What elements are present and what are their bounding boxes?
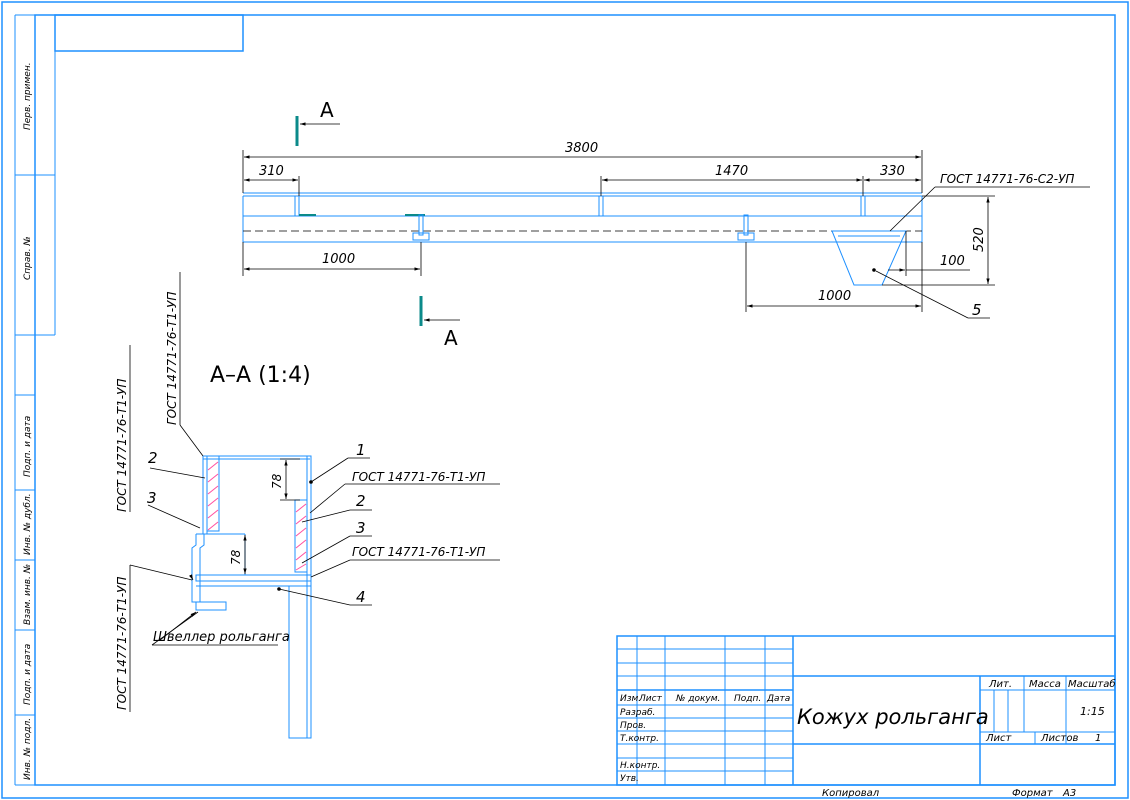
tb-copied: Копировал xyxy=(822,788,880,799)
item-3-right: 3 xyxy=(356,519,366,537)
tb-role-prov: Пров. xyxy=(620,721,646,731)
side-label-podp2: Подп. и дата xyxy=(23,644,33,705)
vertical-note-left: ГОСТ 14771-76-Т1-УП xyxy=(115,379,129,512)
callout-right-mid: ГОСТ 14771-76-Т1-УП xyxy=(352,545,485,559)
tb-mass: Масса xyxy=(1029,679,1061,690)
tb-sheets-value: 1 xyxy=(1095,733,1101,744)
dim-520: 520 xyxy=(972,227,987,252)
tb-scale-label: Масштаб xyxy=(1068,678,1116,690)
vertical-note-center: ГОСТ 14771-76-Т1-УП xyxy=(165,292,179,425)
side-label-sprav: Справ. № xyxy=(23,236,33,280)
side-label-vzam: Взам. инв. № xyxy=(23,564,33,625)
tb-scale-value: 1:15 xyxy=(1080,705,1105,718)
item-2-left: 2 xyxy=(148,449,158,467)
side-stamp: Перв. примен. Справ. № Подп. и дата Инв.… xyxy=(14,14,56,786)
section-title: А–А (1:4) xyxy=(210,363,311,388)
tb-list: Лист xyxy=(638,694,663,704)
item-5-label: 5 xyxy=(972,301,982,319)
rollgang-leg xyxy=(288,585,312,739)
drawing-frame xyxy=(34,14,1116,786)
section-view: А–А (1:4) ГОСТ 14771-76-Т1-УП ГОСТ 14771… xyxy=(115,272,500,739)
dim-330: 330 xyxy=(880,164,905,179)
dim-1470: 1470 xyxy=(715,164,748,179)
tb-doc: № докум. xyxy=(675,694,720,704)
section-mark-top: А xyxy=(295,98,340,146)
channel-note: Швеллер рольганга xyxy=(153,630,290,645)
side-label-podp1: Подп. и дата xyxy=(23,416,33,477)
hatch-right xyxy=(295,503,307,571)
beam-body xyxy=(242,215,923,243)
side-label-inv-podl: Инв. № подл. xyxy=(23,718,33,780)
section-mark-bottom: А xyxy=(419,296,460,350)
dim-100: 100 xyxy=(940,254,965,269)
section-letter-bottom: А xyxy=(444,326,458,350)
dim-1000-right: 1000 xyxy=(818,289,851,304)
dim-3800: 3800 xyxy=(565,141,598,156)
title-block: Изм. Лист № докум. Подп. Дата Разраб. Пр… xyxy=(616,635,1116,799)
tb-sign: Подп. xyxy=(734,694,761,704)
dim-1000-left: 1000 xyxy=(322,252,355,267)
tb-sheets-label: Листов xyxy=(1040,733,1078,744)
callout-right-top: ГОСТ 14771-76-Т1-УП xyxy=(352,470,485,484)
tb-title: Кожух рольганга xyxy=(797,705,989,729)
hatch-left xyxy=(207,461,219,531)
vertical-note-bottom: ГОСТ 14771-76-Т1-УП xyxy=(115,577,129,710)
side-label-inv-dubl: Инв. № дубл. xyxy=(23,493,33,555)
tb-role-tkontr: Т.контр. xyxy=(620,734,659,744)
side-label-perv: Перв. примен. xyxy=(23,62,33,130)
dim-78-lower: 78 xyxy=(229,549,243,565)
tb-lit: Лит. xyxy=(988,679,1012,690)
tb-format-value: А3 xyxy=(1062,788,1076,799)
item-1: 1 xyxy=(356,441,366,459)
gost-c2-callout: ГОСТ 14771-76-С2-УП xyxy=(940,172,1074,186)
top-left-stamp xyxy=(54,14,244,52)
section-letter-top: А xyxy=(320,98,334,122)
item-3-left: 3 xyxy=(147,489,157,507)
beam-ribs xyxy=(294,195,866,241)
tb-role-utv: Утв. xyxy=(620,774,639,784)
tb-role-nkontr: Н.контр. xyxy=(620,761,660,771)
tb-format-label: Формат xyxy=(1012,788,1054,799)
item-2-right: 2 xyxy=(356,492,366,510)
tb-izm: Изм. xyxy=(620,694,641,704)
tb-date: Дата xyxy=(766,694,790,704)
hopper xyxy=(831,230,907,286)
dim-78-upper: 78 xyxy=(270,473,284,489)
tb-role-razrab: Разраб. xyxy=(620,708,655,718)
item-4: 4 xyxy=(356,588,366,606)
dim-310: 310 xyxy=(259,164,284,179)
tb-sheet-label: Лист xyxy=(985,733,1013,744)
main-view: 5 3800 310 1470 330 1000 1000 520 xyxy=(242,141,1090,319)
